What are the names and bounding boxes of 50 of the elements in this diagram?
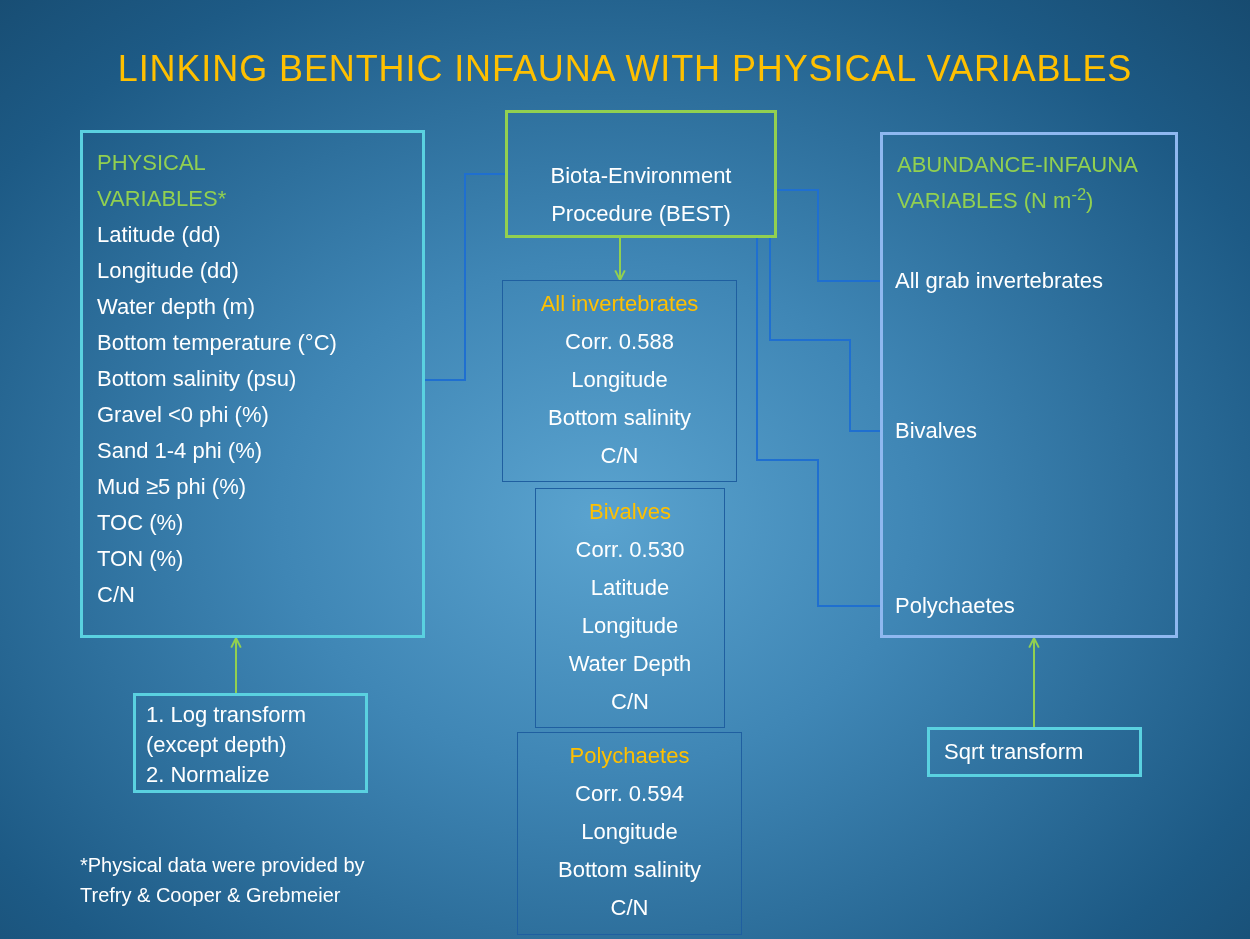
result-box	[535, 488, 725, 728]
box-text: C/N	[97, 581, 136, 609]
box-text: C/N	[610, 688, 650, 716]
box-heading: PHYSICAL VARIABLES*	[97, 149, 228, 213]
variables-box	[80, 130, 425, 638]
box-text: Polychaetes	[895, 592, 1016, 620]
box-text: Longitude (dd)	[97, 257, 240, 285]
box-text: C/N	[599, 442, 640, 470]
box-text: Bottom salinity	[546, 404, 693, 432]
box-text: 2. Normalize	[146, 761, 271, 789]
arrow	[1028, 637, 1040, 728]
box-text: 1. Log transform (except depth)	[146, 701, 308, 759]
box-text: Bivalves	[895, 417, 978, 445]
transform-box	[927, 727, 1142, 777]
box-text: Longitude	[580, 818, 679, 846]
box-text: Bottom temperature (°C)	[97, 329, 338, 357]
box-heading: ABUNDANCE-INFAUNA VARIABLES (N m$^{-2}$)	[897, 151, 1139, 215]
box-text: Water Depth	[567, 650, 693, 678]
box-heading: All invertebrates	[539, 290, 700, 318]
box-text: Sand 1-4 phi (%)	[97, 437, 264, 465]
connector-line	[424, 173, 506, 381]
box-text: Water depth (m)	[97, 293, 257, 321]
box-text: Bottom salinity (psu)	[97, 365, 298, 393]
box-text: Latitude (dd)	[97, 221, 222, 249]
box-text: TOC (%)	[97, 509, 185, 537]
box-text: Sqrt transform	[944, 738, 1085, 766]
result-box	[517, 732, 742, 935]
box-text: Corr. 0.530	[574, 536, 686, 564]
box-text: Mud ≥5 phi (%)	[97, 473, 247, 501]
box-text: All grab invertebrates	[895, 267, 1104, 295]
box-heading: Polychaetes	[568, 742, 691, 770]
arrow	[230, 637, 242, 694]
box-heading: Bivalves	[588, 498, 672, 526]
box-text: Biota-Environment Procedure (BEST)	[549, 162, 733, 228]
box-text: Longitude	[580, 612, 680, 640]
title: LINKING BENTHIC INFAUNA WITH PHYSICAL VARIABLES	[116, 47, 1134, 91]
transform-box	[133, 693, 368, 793]
box-text: Latitude	[589, 574, 671, 602]
box-text: Gravel <0 phi (%)	[97, 401, 270, 429]
arrow	[614, 237, 626, 281]
result-box	[502, 280, 737, 482]
box-text: C/N	[609, 894, 650, 922]
box-text: TON (%)	[97, 545, 185, 573]
box-text: Bottom salinity	[556, 856, 703, 884]
variables-box	[880, 132, 1178, 638]
box-text: Longitude	[570, 366, 669, 394]
footnote: *Physical data were provided by Trefry & Cooper & Grebmeier	[80, 853, 366, 908]
box-text: Corr. 0.588	[564, 328, 675, 356]
box-text: Corr. 0.594	[574, 780, 685, 808]
process-box	[505, 110, 777, 238]
